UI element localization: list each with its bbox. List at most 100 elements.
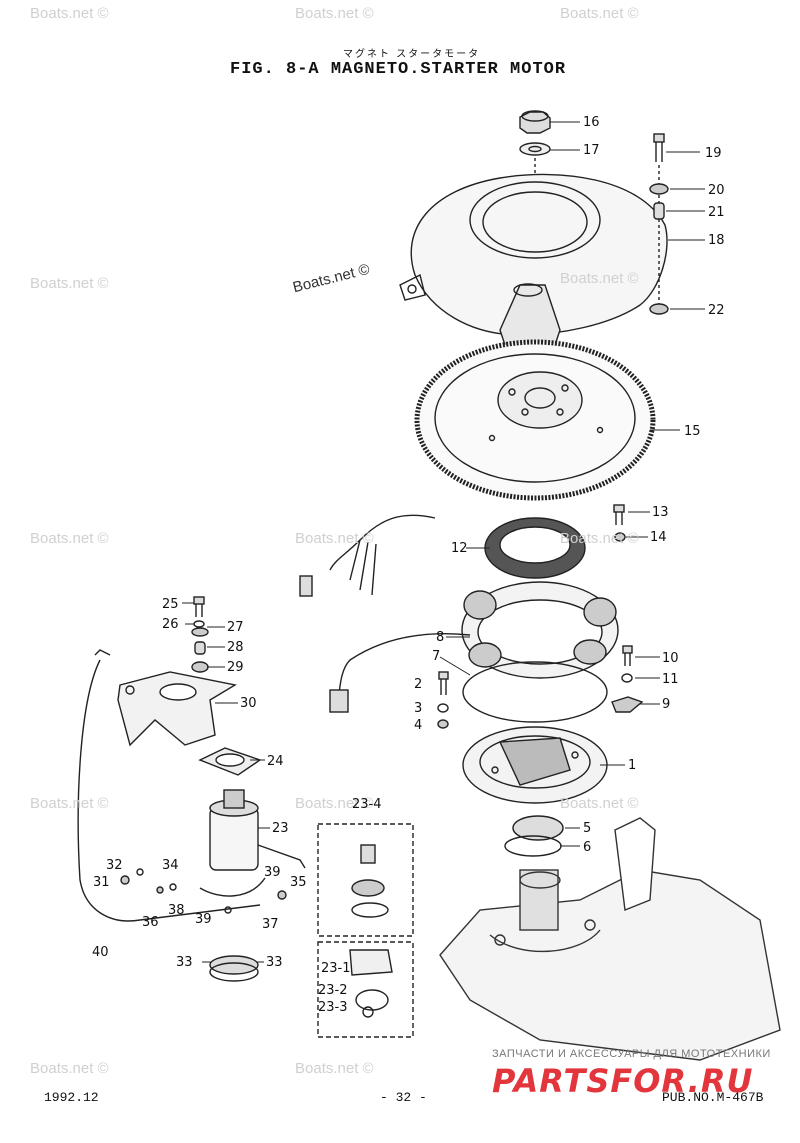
watermark: Boats.net ©: [295, 1060, 374, 1077]
terminal-screw: [120, 875, 130, 885]
callout-16: 16: [583, 115, 600, 130]
callout-7: 7: [432, 649, 441, 664]
inset-brush-assembly: [317, 941, 414, 1038]
coil-screw: [613, 504, 625, 525]
plate-washer: [621, 673, 633, 683]
bracket-grommet-lower: [191, 661, 209, 673]
callout-21: 21: [708, 205, 725, 220]
oil-seal: [512, 815, 564, 841]
bracket-grommet: [191, 627, 209, 637]
cover-grommet-lower: [649, 303, 669, 315]
callout-17: 17: [583, 143, 600, 158]
callout-8: 8: [436, 630, 445, 645]
callout-2: 2: [414, 677, 423, 692]
watermark: Boats.net ©: [560, 795, 639, 812]
charge-coil-assembly: [329, 581, 619, 713]
callout-4: 4: [414, 718, 423, 733]
watermark: Boats.net ©: [295, 530, 374, 547]
japanese-title: マグネト スタータモータ: [343, 49, 481, 60]
magneto-base: [462, 726, 608, 804]
callout-12: 12: [451, 541, 468, 556]
callout-14: 14: [650, 530, 667, 545]
cover-bolt: [653, 133, 665, 305]
plate-screw: [622, 645, 633, 666]
watermark: Boats.net ©: [560, 270, 639, 287]
callout-23-1: 23-1: [321, 961, 351, 976]
watermark: Boats.net ©: [560, 530, 639, 547]
callout-34: 34: [162, 858, 179, 873]
callout-32: 32: [106, 858, 123, 873]
callout-33-left: 33: [176, 955, 193, 970]
coil-washer: [614, 532, 626, 542]
watermark: Boats.net ©: [295, 5, 374, 22]
watermark: Boats.net ©: [30, 795, 109, 812]
partsfor-logo: PARTSFOR.RU: [492, 1062, 754, 1100]
callout-40: 40: [92, 945, 109, 960]
footer-date: 1992.12: [44, 1090, 99, 1105]
flywheel-cover: [399, 173, 668, 361]
callout-1: 1: [628, 758, 637, 773]
callout-26: 26: [162, 617, 179, 632]
flywheel-washer: [519, 142, 551, 156]
callout-18: 18: [708, 233, 725, 248]
lead-wire: [199, 877, 266, 897]
callout-25: 25: [162, 597, 179, 612]
flywheel-nut: [519, 110, 551, 134]
callout-20: 20: [708, 183, 725, 198]
watermark: Boats.net ©: [295, 795, 374, 812]
lead-nut: [224, 906, 232, 914]
lead-screw: [156, 886, 164, 894]
callout-39: 39: [264, 865, 281, 880]
watermark: Boats.net ©: [30, 5, 109, 22]
callout-30: 30: [240, 696, 257, 711]
starter-band: [209, 955, 259, 982]
callout-38: 38: [168, 903, 185, 918]
flywheel: [414, 339, 656, 501]
callout-39-lower: 39: [195, 912, 212, 927]
callout-29: 29: [227, 660, 244, 675]
callout-10: 10: [662, 651, 679, 666]
watermark: Boats.net ©: [30, 530, 109, 547]
bracket-washer: [193, 620, 205, 628]
terminal-nut: [136, 868, 144, 876]
crankcase: [439, 817, 781, 1061]
cover-grommet: [649, 183, 669, 195]
stator-ring: [462, 661, 608, 723]
callout-23-4: 23-4: [352, 797, 382, 812]
watermark: Boats.net ©: [30, 1060, 109, 1077]
starter-motor: [209, 789, 306, 871]
cover-collar: [653, 202, 665, 220]
page-title: FIG. 8-A MAGNETO.STARTER MOTOR: [230, 60, 567, 79]
plain-washer: [437, 719, 449, 729]
stator-coil: [299, 514, 586, 597]
callout-22: 22: [708, 303, 725, 318]
callout-3: 3: [414, 701, 423, 716]
page-number: - 32 -: [380, 1090, 427, 1105]
callout-23-2: 23-2: [318, 983, 348, 998]
callout-23: 23: [272, 821, 289, 836]
callout-9: 9: [662, 697, 671, 712]
starter-mount-plate: [198, 747, 262, 776]
brush-holder: [349, 949, 393, 1018]
starter-harness: [77, 659, 261, 922]
callout-15: 15: [684, 424, 701, 439]
drive-pinion: [351, 844, 389, 918]
callout-27: 27: [227, 620, 244, 635]
callout-19: 19: [705, 146, 722, 161]
callout-24: 24: [267, 754, 284, 769]
retainer-plate: [611, 696, 644, 713]
callout-31: 31: [93, 875, 110, 890]
callout-33-right: 33: [266, 955, 283, 970]
callout-37: 37: [262, 917, 279, 932]
callout-36: 36: [142, 915, 159, 930]
publication-number: PUB.NO.M-467B: [662, 1090, 764, 1105]
watermark: Boats.net ©: [30, 275, 109, 292]
harness-end: [94, 649, 111, 656]
leader-lines: [182, 121, 705, 963]
callout-28: 28: [227, 640, 244, 655]
promo-text: ЗАПЧАСТИ И АКСЕССУАРЫ ДЛЯ МОТОТЕХНИКИ: [492, 1048, 771, 1060]
bracket-collar: [194, 641, 206, 655]
lead-screw-right: [277, 890, 287, 900]
spring-washer: [437, 703, 449, 713]
